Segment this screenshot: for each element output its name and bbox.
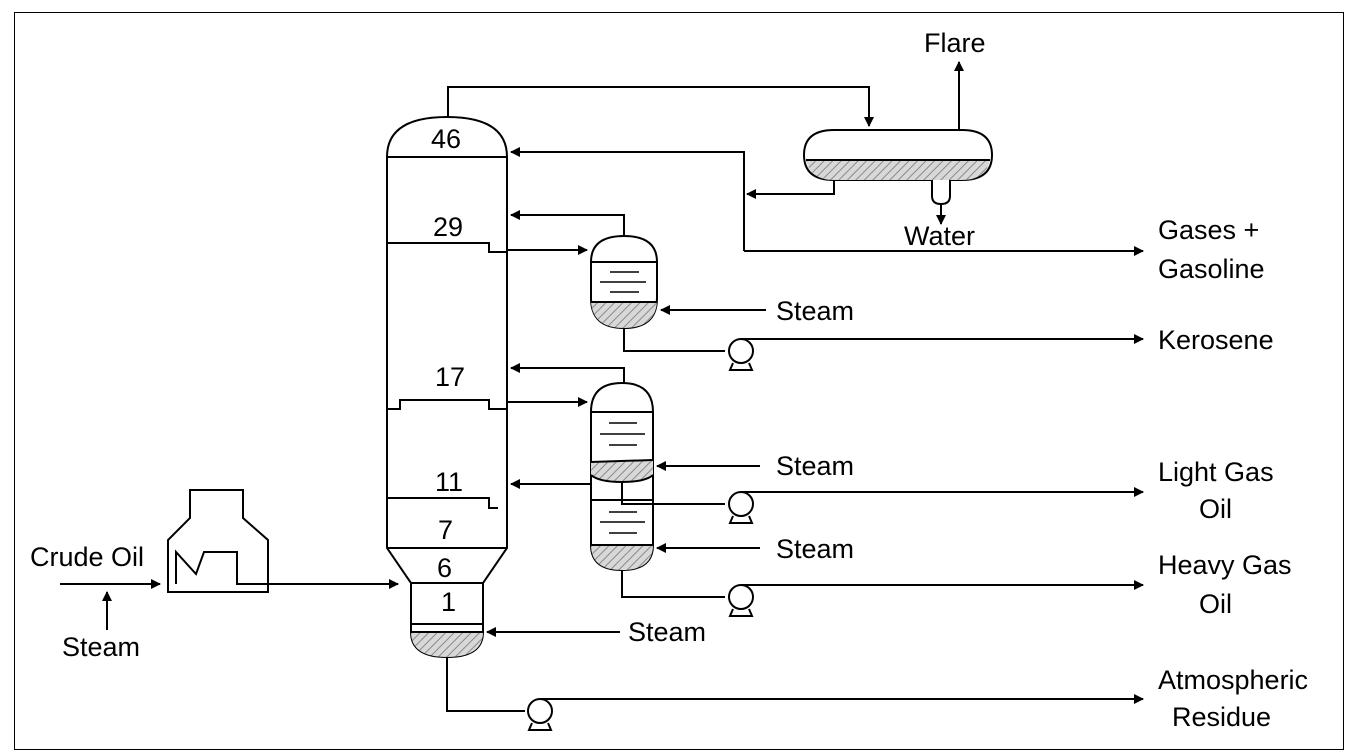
- gases-label-line2: Gasoline: [1158, 254, 1265, 284]
- residue-pump: [446, 657, 1144, 731]
- crude-oil-label: Crude Oil: [30, 542, 144, 572]
- tray-11-label: 11: [435, 467, 463, 497]
- lgo-pump: [621, 482, 1144, 524]
- lgo-label-line1: Light Gas: [1158, 457, 1274, 487]
- kerosene-label: Kerosene: [1158, 325, 1274, 355]
- residue-label-line1: Atmospheric: [1158, 665, 1308, 695]
- kerosene-steam-label: Steam: [776, 296, 854, 326]
- gas-oil-draw-lines: [507, 363, 625, 489]
- kerosene-draw-lines: [507, 210, 625, 255]
- furnace: [167, 489, 269, 593]
- hgo-label-line1: Heavy Gas: [1158, 550, 1292, 580]
- diagram-frame: [14, 12, 1344, 750]
- gas-oil-stripper: [590, 381, 654, 572]
- column-steam-label: Steam: [628, 617, 706, 647]
- tray-1-label: 1: [441, 587, 456, 617]
- gases-label-line1: Gases +: [1158, 215, 1259, 245]
- flare-label: Flare: [924, 28, 986, 58]
- kerosene-pump: [623, 328, 1144, 371]
- feed-steam-label: Steam: [62, 632, 140, 662]
- reflux-drum: [802, 129, 994, 206]
- overhead-vapor-line: [447, 86, 874, 127]
- tray-6-label: 6: [437, 553, 452, 583]
- reflux-return-line: [510, 147, 835, 251]
- kerosene-stripper: [590, 234, 658, 330]
- tray-7-label: 7: [438, 515, 453, 545]
- lgo-steam-label: Steam: [776, 451, 854, 481]
- tray-17-label: 17: [435, 362, 465, 392]
- main-column: [386, 115, 508, 659]
- residue-label-line2: Residue: [1172, 702, 1271, 732]
- lgo-label-line2: Oil: [1199, 494, 1232, 524]
- water-label: Water: [904, 221, 975, 251]
- tray-46-label: 46: [431, 124, 461, 154]
- hgo-pump: [621, 570, 1144, 617]
- hgo-label-line2: Oil: [1199, 589, 1232, 619]
- tray-29-label: 29: [433, 212, 463, 242]
- hgo-steam-label: Steam: [776, 534, 854, 564]
